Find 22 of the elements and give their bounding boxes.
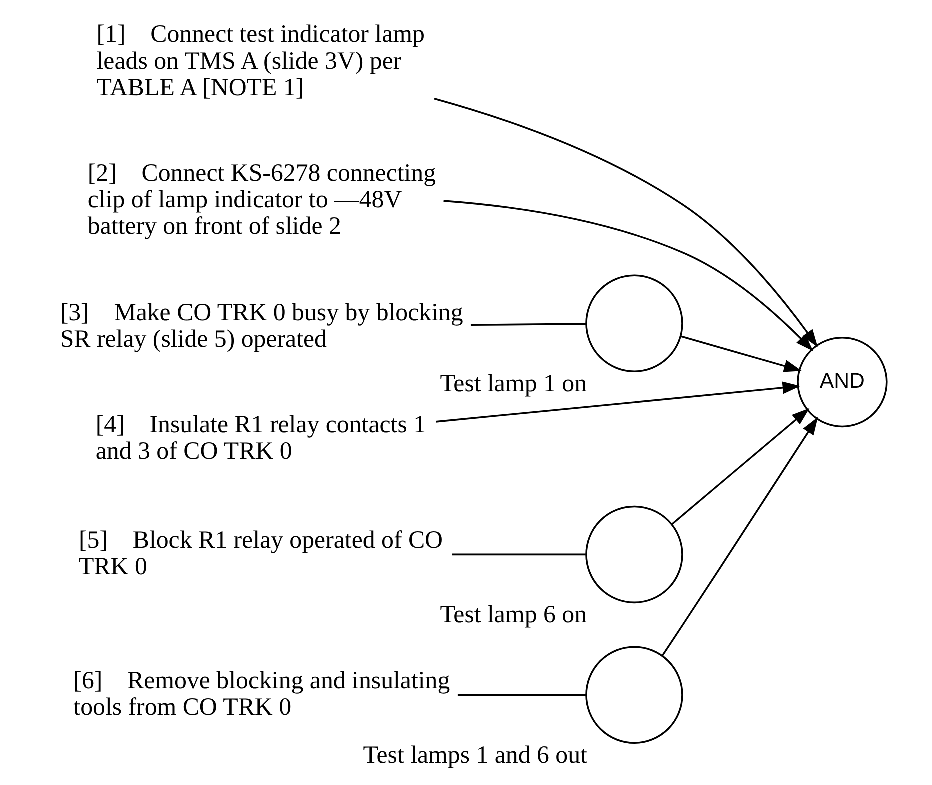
node-label: Test lamps 1 and 6 out <box>362 742 587 770</box>
arrow <box>662 417 818 656</box>
connector <box>470 323 586 326</box>
node-circle <box>585 646 683 744</box>
node-label: Test lamp 6 on <box>440 602 587 629</box>
node-circle <box>585 274 683 372</box>
connector <box>452 554 586 556</box>
node-text: [5] Block R1 relay operated of CO TRK 0 <box>78 526 443 581</box>
arrow <box>443 200 813 352</box>
node-text: [4] Insulate R1 relay contacts 1 and 3 of CO TRK 0 <box>95 411 426 466</box>
node-text: [1] Connect test indicator lamp leads on TMS A (slide 3V) per TABLE A [NOTE 1] <box>96 21 424 102</box>
arrow <box>434 98 818 348</box>
node-text: [3] Make CO TRK 0 busy by blocking SR relay (slide 5) operated <box>60 299 463 354</box>
arrow <box>680 336 802 372</box>
arrow <box>435 382 800 423</box>
arrow <box>671 408 810 525</box>
node-text: [2] Connect KS-6278 connecting clip of lamp indicator to —48V battery on front of slide 2 <box>87 160 436 240</box>
node-text: [6] Remove blocking and insulating tools from CO TRK 0 <box>73 667 450 722</box>
node-circle <box>585 506 683 604</box>
node-circle: AND <box>796 336 888 428</box>
node-label: Test lamp 1 on <box>440 370 587 398</box>
connector <box>457 694 586 696</box>
